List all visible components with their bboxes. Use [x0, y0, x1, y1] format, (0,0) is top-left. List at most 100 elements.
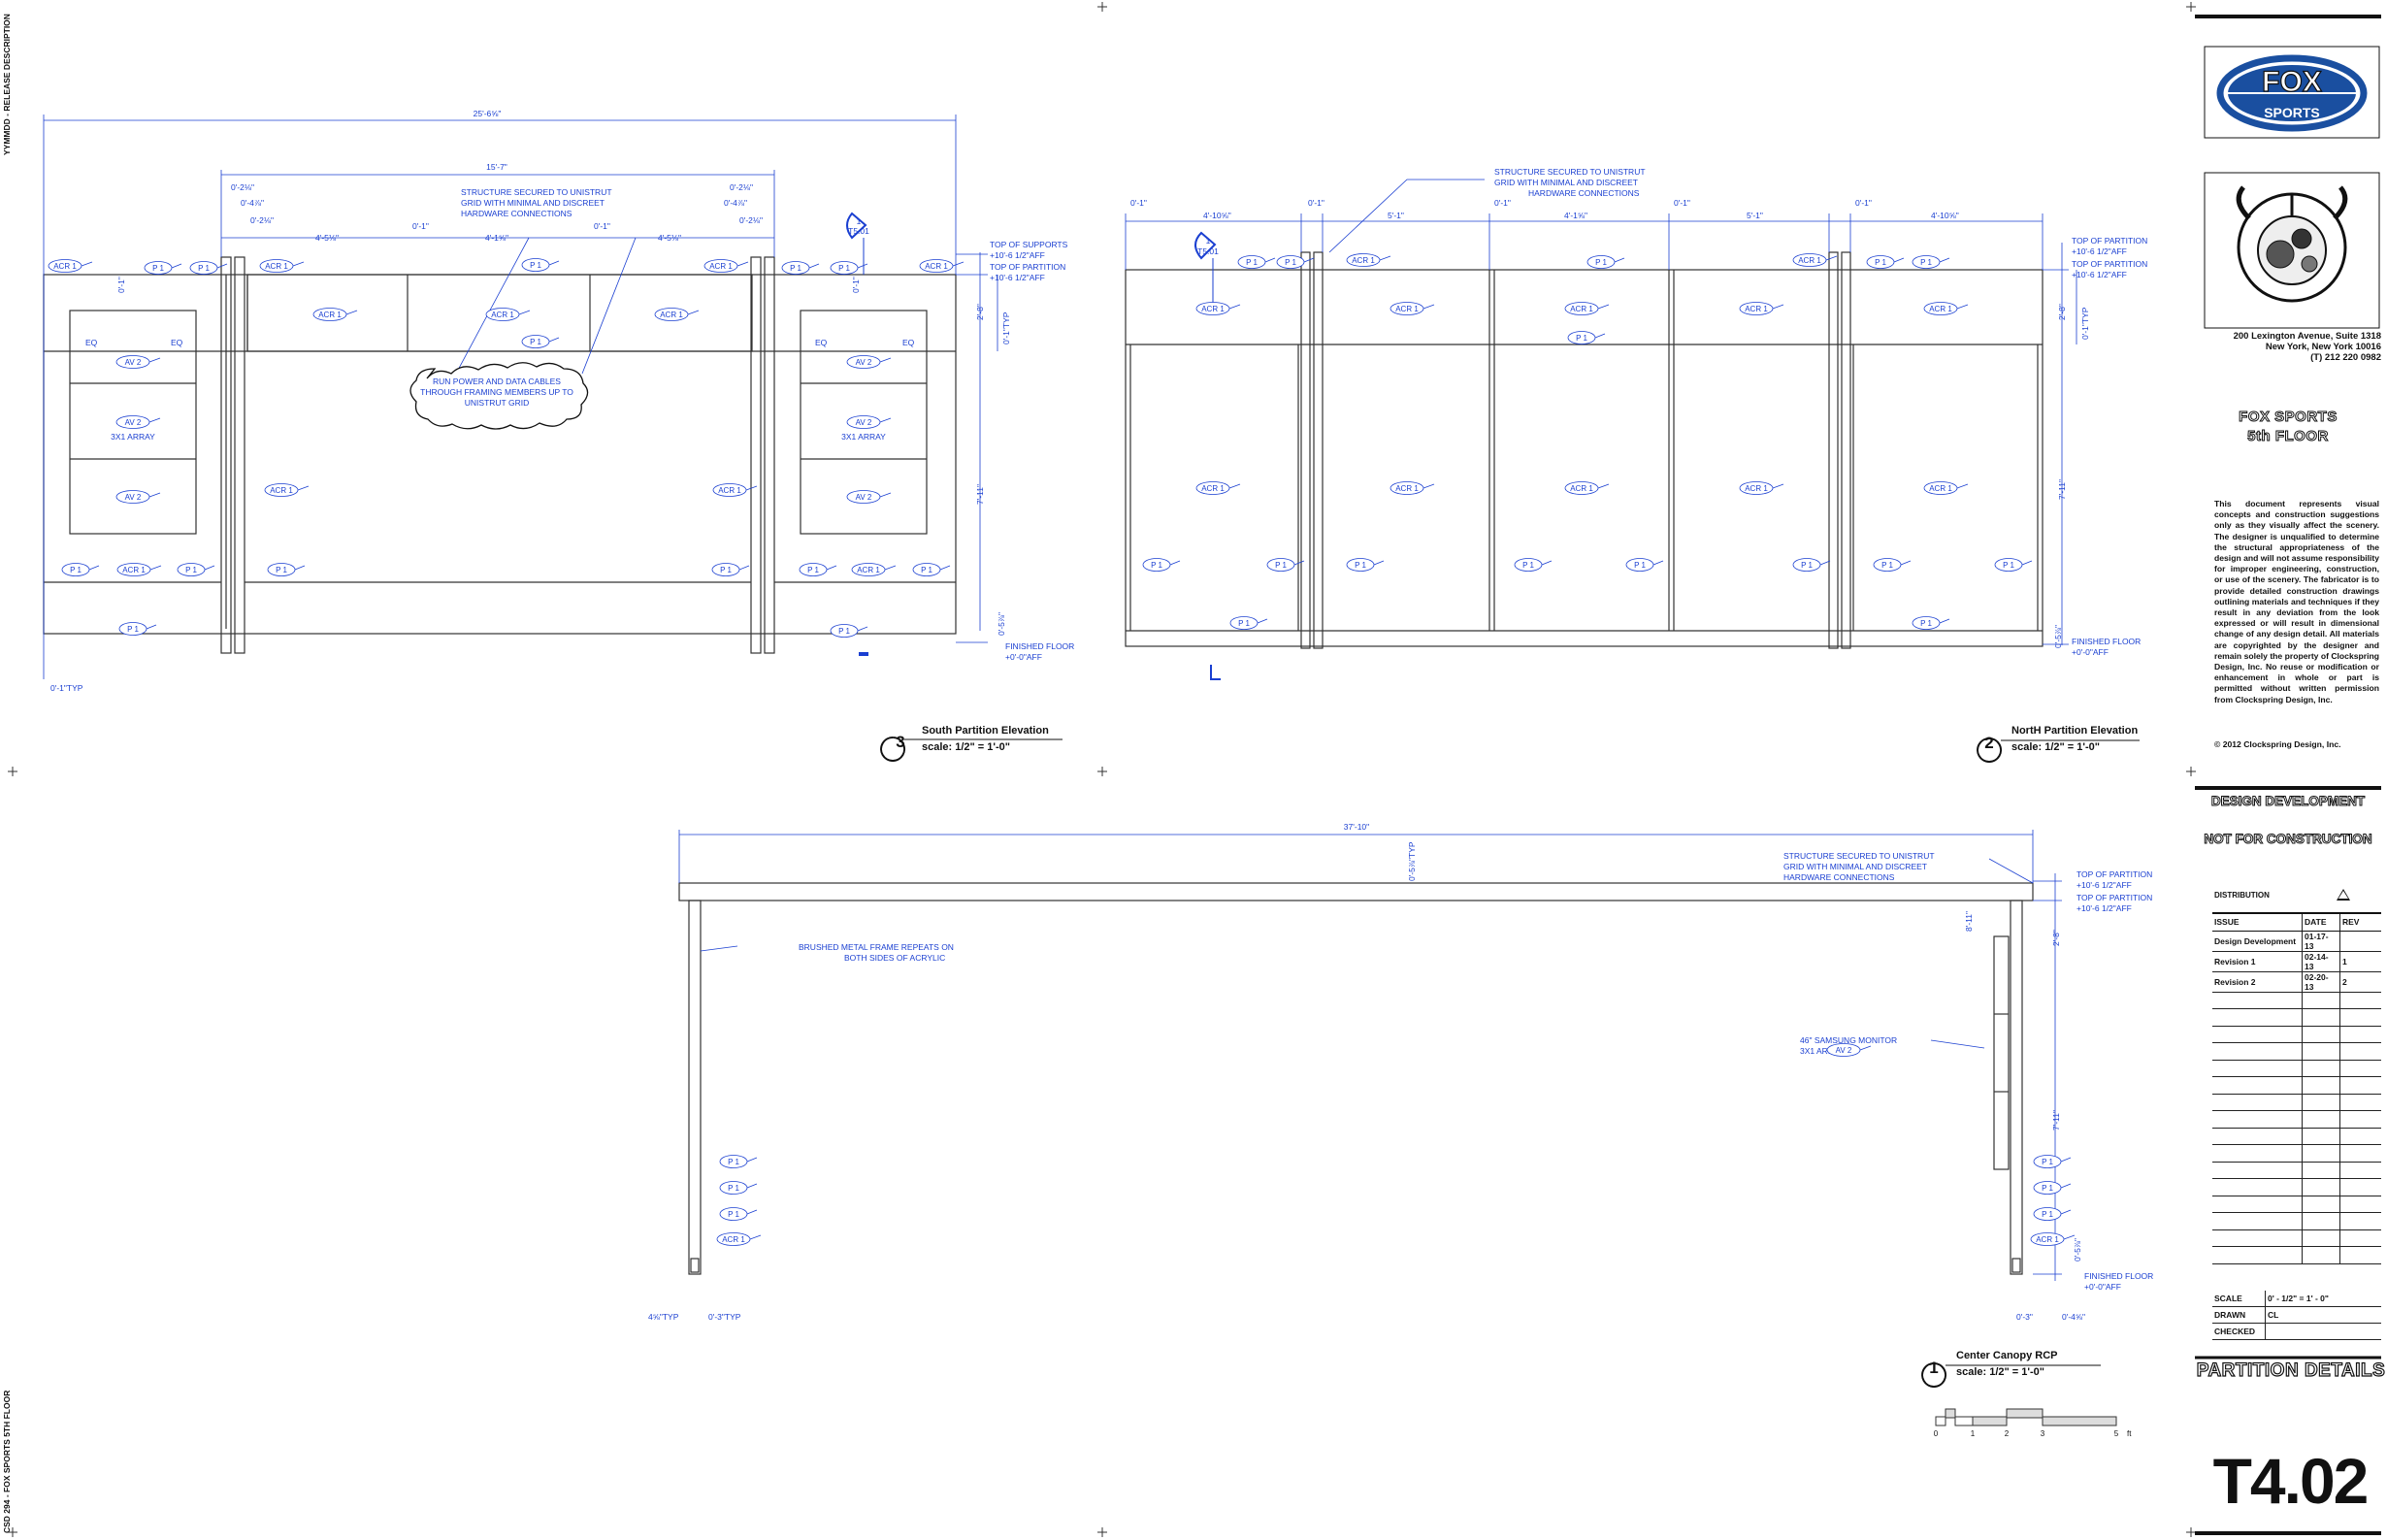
- tag-leader: [204, 565, 215, 571]
- svg-text:4'-5⅛": 4'-5⅛": [658, 233, 681, 243]
- tag-label: P 1: [1634, 561, 1646, 570]
- tag-label: AV 2: [856, 418, 872, 427]
- tag-leader: [826, 565, 837, 571]
- svg-text:0'-4⅝": 0'-4⅝": [2062, 1312, 2085, 1322]
- dim-overall: 25'-6⅝": [474, 109, 502, 118]
- tag-leader: [81, 261, 93, 267]
- svg-text:7'-11": 7'-11": [2051, 1110, 2061, 1130]
- svg-text:+10'-6 1/2"AFF: +10'-6 1/2"AFF: [990, 250, 1045, 260]
- tag-leader: [736, 261, 749, 267]
- tag-leader: [1819, 560, 1831, 566]
- tag-label: AV 2: [856, 358, 872, 367]
- svg-text:NortH Partition Elevation: NortH Partition Elevation: [2011, 725, 2138, 737]
- tag-label: ACR 1: [709, 262, 733, 271]
- svg-text:1: 1: [1971, 1429, 1976, 1438]
- tag-leader: [518, 310, 531, 315]
- svg-text:5: 5: [2114, 1429, 2119, 1438]
- dim-inner: 15'-7": [486, 162, 507, 172]
- svg-text:0'-2⅛": 0'-2⅛": [250, 215, 274, 225]
- svg-text:GRID WITH MINIMAL AND DISCREET: GRID WITH MINIMAL AND DISCREET: [1783, 862, 1927, 871]
- tag-leader: [148, 492, 161, 498]
- tag-label: ACR 1: [1570, 305, 1593, 313]
- svg-text:T5.01: T5.01: [1197, 246, 1219, 256]
- tag-label: ACR 1: [270, 486, 293, 495]
- tag-label: P 1: [276, 566, 287, 574]
- svg-text:3X1 ARRAY: 3X1 ARRAY: [1800, 1046, 1845, 1056]
- tag-leader: [548, 337, 560, 343]
- tag-label: P 1: [1920, 258, 1932, 267]
- tag-leader: [148, 417, 161, 423]
- tag-leader: [749, 1234, 762, 1240]
- tag-leader: [2060, 1183, 2072, 1189]
- tag-label: P 1: [2003, 561, 2014, 570]
- tag-label: ACR 1: [318, 311, 342, 319]
- svg-text:0'-5⅞": 0'-5⅞": [2053, 625, 2063, 648]
- tag-leader: [1597, 483, 1610, 489]
- svg-text:0'-1": 0'-1": [1855, 198, 1872, 208]
- tag-leader: [1169, 560, 1181, 566]
- tag-leader: [149, 565, 162, 571]
- tag-label: ACR 1: [1798, 256, 1821, 265]
- tag-label: P 1: [838, 264, 850, 273]
- tag-label: ACR 1: [1201, 484, 1225, 493]
- svg-text:EQ: EQ: [85, 338, 98, 347]
- tag-label: AV 2: [125, 493, 142, 502]
- tag-label: P 1: [2042, 1184, 2053, 1193]
- tag-leader: [1900, 560, 1912, 566]
- svg-text:0'-3"TYP: 0'-3"TYP: [708, 1312, 741, 1322]
- tag-leader: [1422, 304, 1435, 310]
- tag-label: P 1: [1275, 561, 1287, 570]
- tag-leader: [1594, 333, 1606, 339]
- graphic-scale-bar: 0 1 2 3 5 ft: [1934, 1408, 2132, 1438]
- svg-text:0'-1": 0'-1": [851, 277, 861, 293]
- svg-text:Center Canopy RCP: Center Canopy RCP: [1956, 1350, 2058, 1361]
- tag-leader: [879, 417, 892, 423]
- svg-text:+0'-0"AFF: +0'-0"AFF: [2072, 647, 2109, 657]
- distribution-label: DISTRIBUTION: [2214, 891, 2270, 900]
- svg-text:scale: 1/2" = 1'-0": scale: 1/2" = 1'-0": [922, 741, 1010, 753]
- tag-label: P 1: [1881, 561, 1893, 570]
- tag-leader: [171, 263, 182, 269]
- svg-text:BOTH SIDES OF ACRYLIC: BOTH SIDES OF ACRYLIC: [844, 953, 945, 963]
- svg-text:BRUSHED METAL FRAME REPEATS ON: BRUSHED METAL FRAME REPEATS ON: [799, 942, 954, 952]
- tag-leader: [148, 357, 161, 363]
- tag-leader: [1293, 560, 1305, 566]
- tag-label: P 1: [1151, 561, 1162, 570]
- tag-label: P 1: [921, 566, 932, 574]
- svg-text:0'-4⅞": 0'-4⅞": [724, 198, 747, 208]
- center-canopy-rcp: [678, 830, 2062, 1281]
- tag-label: ACR 1: [857, 566, 880, 574]
- tag-leader: [1772, 483, 1784, 489]
- tag-label: P 1: [1595, 258, 1607, 267]
- svg-text:HARDWARE CONNECTIONS: HARDWARE CONNECTIONS: [461, 209, 572, 218]
- svg-text:+10'-6 1/2"AFF: +10'-6 1/2"AFF: [2072, 246, 2127, 256]
- svg-text:HARDWARE CONNECTIONS: HARDWARE CONNECTIONS: [1528, 188, 1640, 198]
- svg-text:1: 1: [857, 216, 862, 226]
- tag-label: P 1: [198, 264, 210, 273]
- svg-text:+0'-0"AFF: +0'-0"AFF: [1005, 652, 1042, 662]
- svg-text:EQ: EQ: [902, 338, 915, 347]
- tag-label: P 1: [2042, 1158, 2053, 1166]
- tag-leader: [952, 261, 965, 267]
- svg-text:1: 1: [1929, 1359, 1938, 1377]
- svg-text:TOP OF PARTITION: TOP OF PARTITION: [2076, 869, 2152, 879]
- tag-label: P 1: [70, 566, 82, 574]
- svg-text:2'-8": 2'-8": [975, 304, 985, 320]
- svg-text:0'-5⅞": 0'-5⅞": [2073, 1238, 2082, 1261]
- canopy-view-title: 1 Center Canopy RCP scale: 1/2" = 1'-0": [1921, 1350, 2101, 1388]
- tag-label: ACR 1: [53, 262, 77, 271]
- tag-leader: [1772, 304, 1784, 310]
- tag-leader: [745, 485, 758, 491]
- tag-label: ACR 1: [1201, 305, 1225, 313]
- svg-text:South Partition Elevation: South Partition Elevation: [922, 725, 1049, 737]
- svg-text:TOP OF SUPPORTS: TOP OF SUPPORTS: [990, 240, 1068, 249]
- tag-label: ACR 1: [2036, 1235, 2059, 1244]
- svg-text:+10'-6 1/2"AFF: +10'-6 1/2"AFF: [990, 273, 1045, 282]
- tag-label: ACR 1: [1929, 305, 1952, 313]
- svg-text:T5.01: T5.01: [848, 226, 869, 236]
- svg-text:0'-1": 0'-1": [412, 221, 429, 231]
- svg-text:4'-10⅝": 4'-10⅝": [1931, 211, 1959, 220]
- tag-label: ACR 1: [1395, 484, 1419, 493]
- tag-label: ACR 1: [660, 311, 683, 319]
